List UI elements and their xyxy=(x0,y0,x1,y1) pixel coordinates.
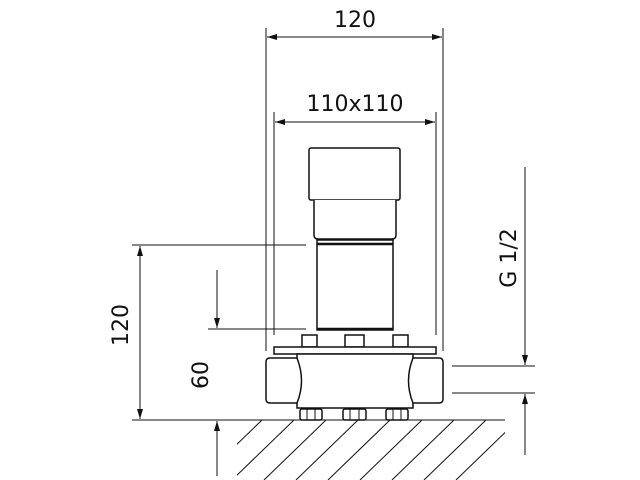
label-overall-height: 120 xyxy=(109,304,134,346)
ground-hatching xyxy=(237,420,505,480)
label-plate-size: 110x110 xyxy=(306,92,403,117)
valve-assembly xyxy=(265,147,444,421)
label-overall-width: 120 xyxy=(334,8,376,33)
valve-cap xyxy=(308,147,401,201)
nut-left xyxy=(299,408,323,421)
nut-right xyxy=(385,408,409,421)
label-inlet-height: 60 xyxy=(189,361,214,389)
side-port-right xyxy=(407,357,444,404)
label-thread: G 1/2 xyxy=(497,228,522,287)
nut-center xyxy=(342,408,367,421)
valve-stem xyxy=(316,239,394,331)
valve-housing xyxy=(296,353,414,409)
side-port-left xyxy=(265,357,303,404)
block-left xyxy=(301,334,318,348)
mounting-plate xyxy=(273,346,437,355)
block-center xyxy=(344,334,365,348)
block-right xyxy=(392,334,409,348)
valve-neck xyxy=(313,200,397,240)
